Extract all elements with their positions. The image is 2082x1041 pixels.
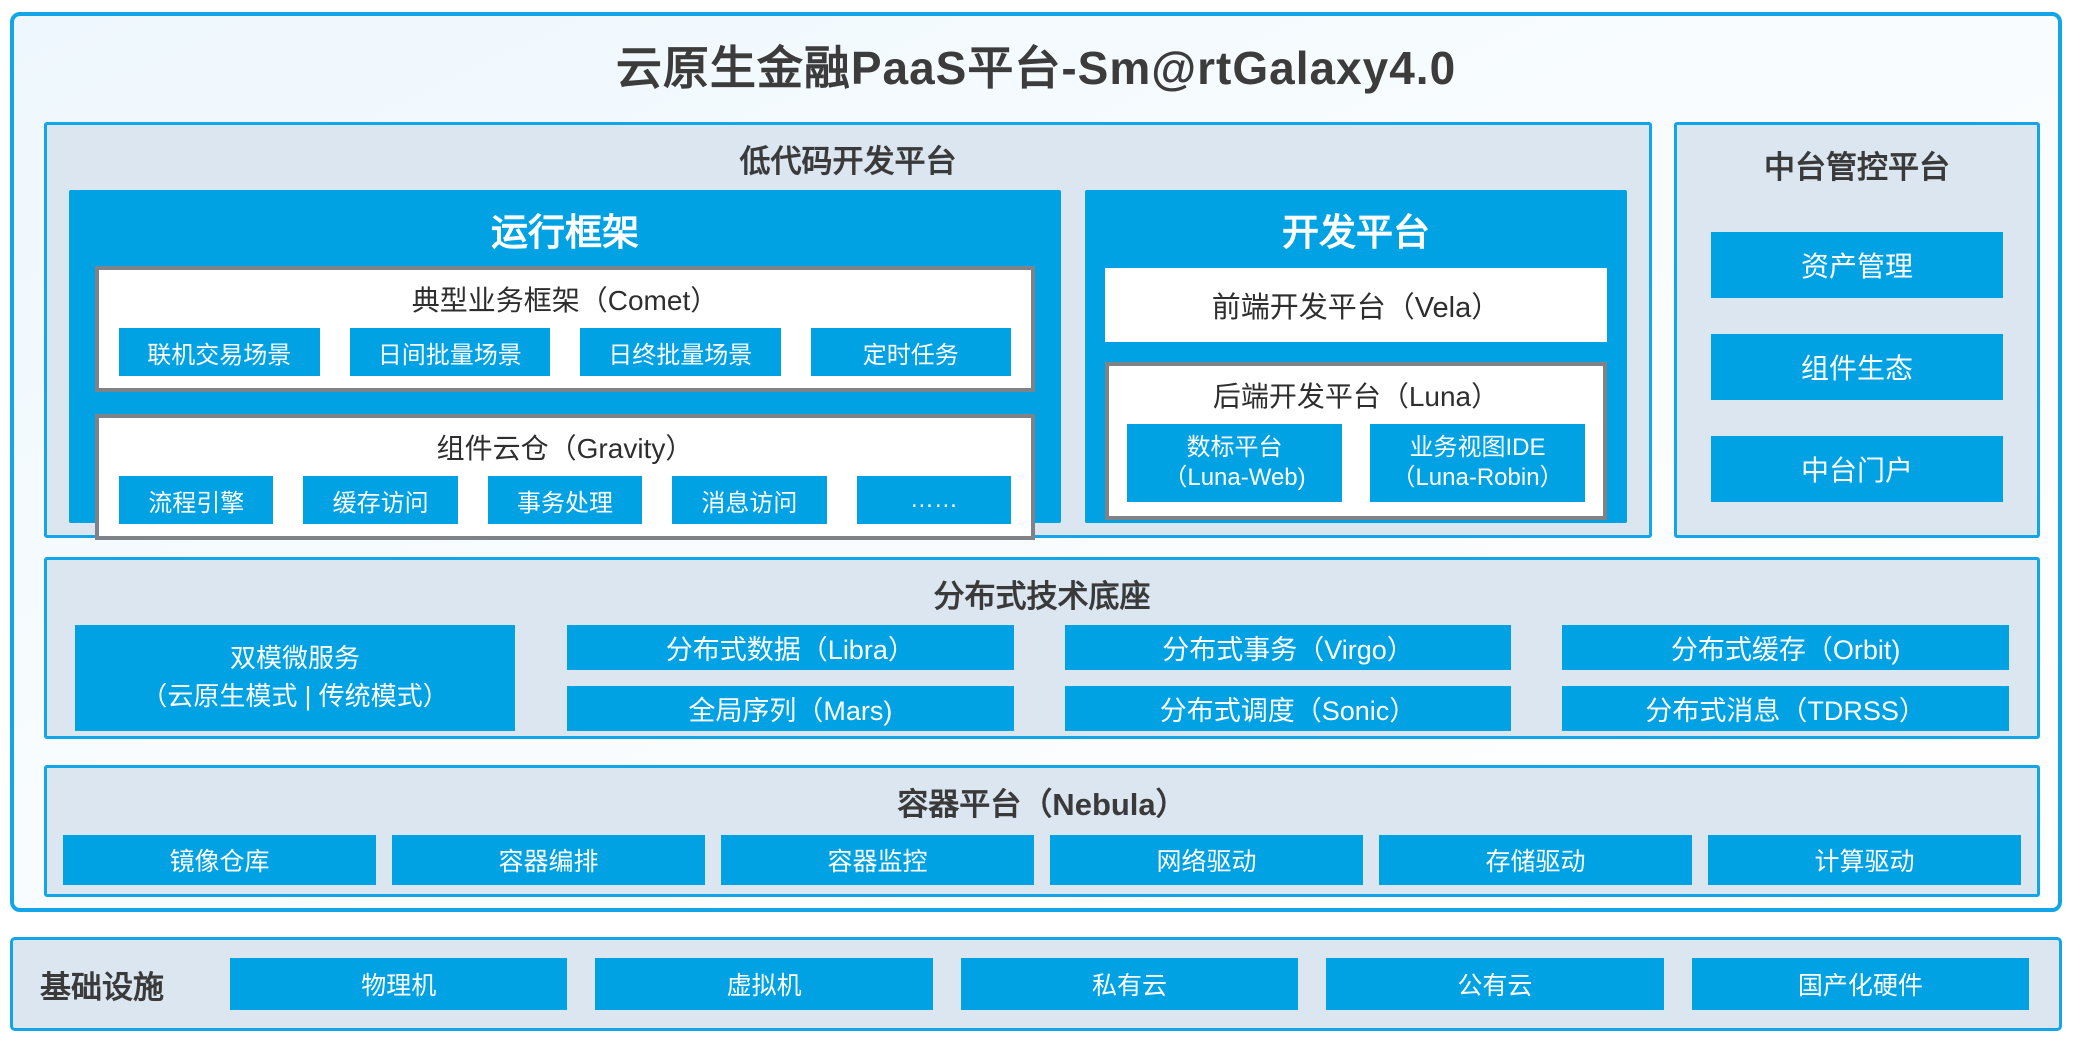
container-platform-panel: 容器平台（Nebula） 镜像仓库 容器编排 容器监控 网络驱动 存储驱动 计算… <box>44 765 2040 897</box>
chip-network-driver: 网络驱动 <box>1050 835 1363 885</box>
chip-cache-access: 缓存访问 <box>303 476 458 524</box>
chip-eod-batch: 日终批量场景 <box>580 328 781 376</box>
chip-distributed-scheduling-sonic: 分布式调度（Sonic） <box>1064 686 1512 731</box>
chip-physical-machine: 物理机 <box>230 958 568 1010</box>
page-title: 云原生金融PaaS平台-Sm@rtGalaxy4.0 <box>615 42 1457 94</box>
comet-box: 典型业务框架（Comet） 联机交易场景 日间批量场景 日终批量场景 定时任务 <box>95 266 1035 392</box>
chip-scheduled-task: 定时任务 <box>810 328 1011 376</box>
chip-process-engine: 流程引擎 <box>119 476 274 524</box>
dev-platform-block: 开发平台 前端开发平台（Vela） 后端开发平台（Luna） 数标平台 （Lun… <box>1085 190 1627 523</box>
chip-compute-driver: 计算驱动 <box>1708 835 2021 885</box>
dual-mode-line2: （云原生模式 | 传统模式） <box>141 681 449 711</box>
chip-distributed-message-tdrss: 分布式消息（TDRSS） <box>1562 686 2009 731</box>
distributed-base-title: 分布式技术底座 <box>933 579 1151 614</box>
chip-luna-web-line2: （Luna-Web) <box>1163 464 1306 491</box>
distributed-base-content: 双模微服务 （云原生模式 | 传统模式） 分布式数据（Libra） 分布式事务（… <box>47 625 2037 731</box>
vela-box: 前端开发平台（Vela） <box>1105 268 1607 342</box>
chip-public-cloud: 公有云 <box>1326 958 1664 1010</box>
gravity-title: 组件云仓（Gravity） <box>436 433 694 464</box>
platform-row: 低代码开发平台 运行框架 典型业务框架（Comet） 联机交易场景 日间批量场景… <box>44 122 2040 540</box>
chip-image-registry: 镜像仓库 <box>63 835 376 885</box>
main-frame: 云原生金融PaaS平台-Sm@rtGalaxy4.0 低代码开发平台 运行框架 … <box>10 12 2062 912</box>
chip-luna-web: 数标平台 （Luna-Web) <box>1127 424 1342 502</box>
chip-luna-robin-line2: （Luna-Robin） <box>1391 464 1564 491</box>
chip-distributed-cache-orbit: 分布式缓存（Orbit) <box>1562 625 2009 670</box>
chip-daytime-batch: 日间批量场景 <box>349 328 550 376</box>
chip-more-ellipsis: …… <box>856 476 1012 524</box>
distributed-grid: 分布式数据（Libra） 分布式事务（Virgo） 分布式缓存（Orbit) 全… <box>567 625 2009 731</box>
chip-domestic-hardware: 国产化硬件 <box>1691 958 2030 1010</box>
chip-container-orchestration: 容器编排 <box>392 835 705 885</box>
middle-platform-title: 中台管控平台 <box>1764 150 1950 185</box>
luna-box: 后端开发平台（Luna） 数标平台 （Luna-Web) 业务视图IDE （Lu… <box>1105 362 1607 520</box>
luna-title: 后端开发平台（Luna） <box>1212 381 1500 412</box>
chip-online-trading: 联机交易场景 <box>119 328 320 376</box>
gravity-box: 组件云仓（Gravity） 流程引擎 缓存访问 事务处理 消息访问 …… <box>95 414 1035 540</box>
component-ecosystem-block: 组件生态 <box>1711 334 2003 400</box>
chip-luna-robin: 业务视图IDE （Luna-Robin） <box>1370 424 1585 502</box>
chip-distributed-transaction-virgo: 分布式事务（Virgo） <box>1064 625 1512 670</box>
asset-management-block: 资产管理 <box>1711 232 2003 298</box>
chip-storage-driver: 存储驱动 <box>1379 835 1692 885</box>
infrastructure-title: 基础设施 <box>40 969 164 1005</box>
middle-platform-panel: 中台管控平台 资产管理 组件生态 中台门户 <box>1674 122 2040 538</box>
luna-chip-row: 数标平台 （Luna-Web) 业务视图IDE （Luna-Robin） <box>1109 422 1603 516</box>
infrastructure-panel: 基础设施 物理机 虚拟机 私有云 公有云 国产化硬件 <box>10 937 2062 1031</box>
dev-platform-title: 开发平台 <box>1282 212 1430 253</box>
low-code-platform-panel: 低代码开发平台 运行框架 典型业务框架（Comet） 联机交易场景 日间批量场景… <box>44 122 1652 540</box>
comet-chip-row: 联机交易场景 日间批量场景 日终批量场景 定时任务 <box>99 326 1031 388</box>
dual-mode-microservice-block: 双模微服务 （云原生模式 | 传统模式） <box>75 625 515 731</box>
distributed-base-panel: 分布式技术底座 双模微服务 （云原生模式 | 传统模式） 分布式数据（Libra… <box>44 557 2040 739</box>
low-code-platform-title: 低代码开发平台 <box>739 144 957 179</box>
runtime-framework-block: 运行框架 典型业务框架（Comet） 联机交易场景 日间批量场景 日终批量场景 … <box>69 190 1061 540</box>
runtime-framework-title: 运行框架 <box>491 212 639 253</box>
chip-luna-robin-line1: 业务视图IDE <box>1409 434 1546 461</box>
comet-title: 典型业务框架（Comet） <box>411 285 719 316</box>
container-platform-title: 容器平台（Nebula） <box>897 787 1187 822</box>
chip-global-sequence-mars: 全局序列（Mars) <box>567 686 1014 731</box>
chip-distributed-data-libra: 分布式数据（Libra） <box>567 625 1014 670</box>
low-code-platform-content: 运行框架 典型业务框架（Comet） 联机交易场景 日间批量场景 日终批量场景 … <box>47 190 1649 540</box>
chip-message-access: 消息访问 <box>672 476 827 524</box>
chip-container-monitoring: 容器监控 <box>721 835 1034 885</box>
chip-private-cloud: 私有云 <box>960 958 1299 1010</box>
chip-transaction-processing: 事务处理 <box>487 476 643 524</box>
chip-luna-web-line1: 数标平台 <box>1186 434 1283 461</box>
container-chip-row: 镜像仓库 容器编排 容器监控 网络驱动 存储驱动 计算驱动 <box>47 833 2037 885</box>
middle-platform-portal-block: 中台门户 <box>1711 436 2003 502</box>
dual-mode-line1: 双模微服务 <box>229 643 360 674</box>
gravity-chip-row: 流程引擎 缓存访问 事务处理 消息访问 …… <box>99 474 1031 536</box>
chip-virtual-machine: 虚拟机 <box>595 958 933 1010</box>
